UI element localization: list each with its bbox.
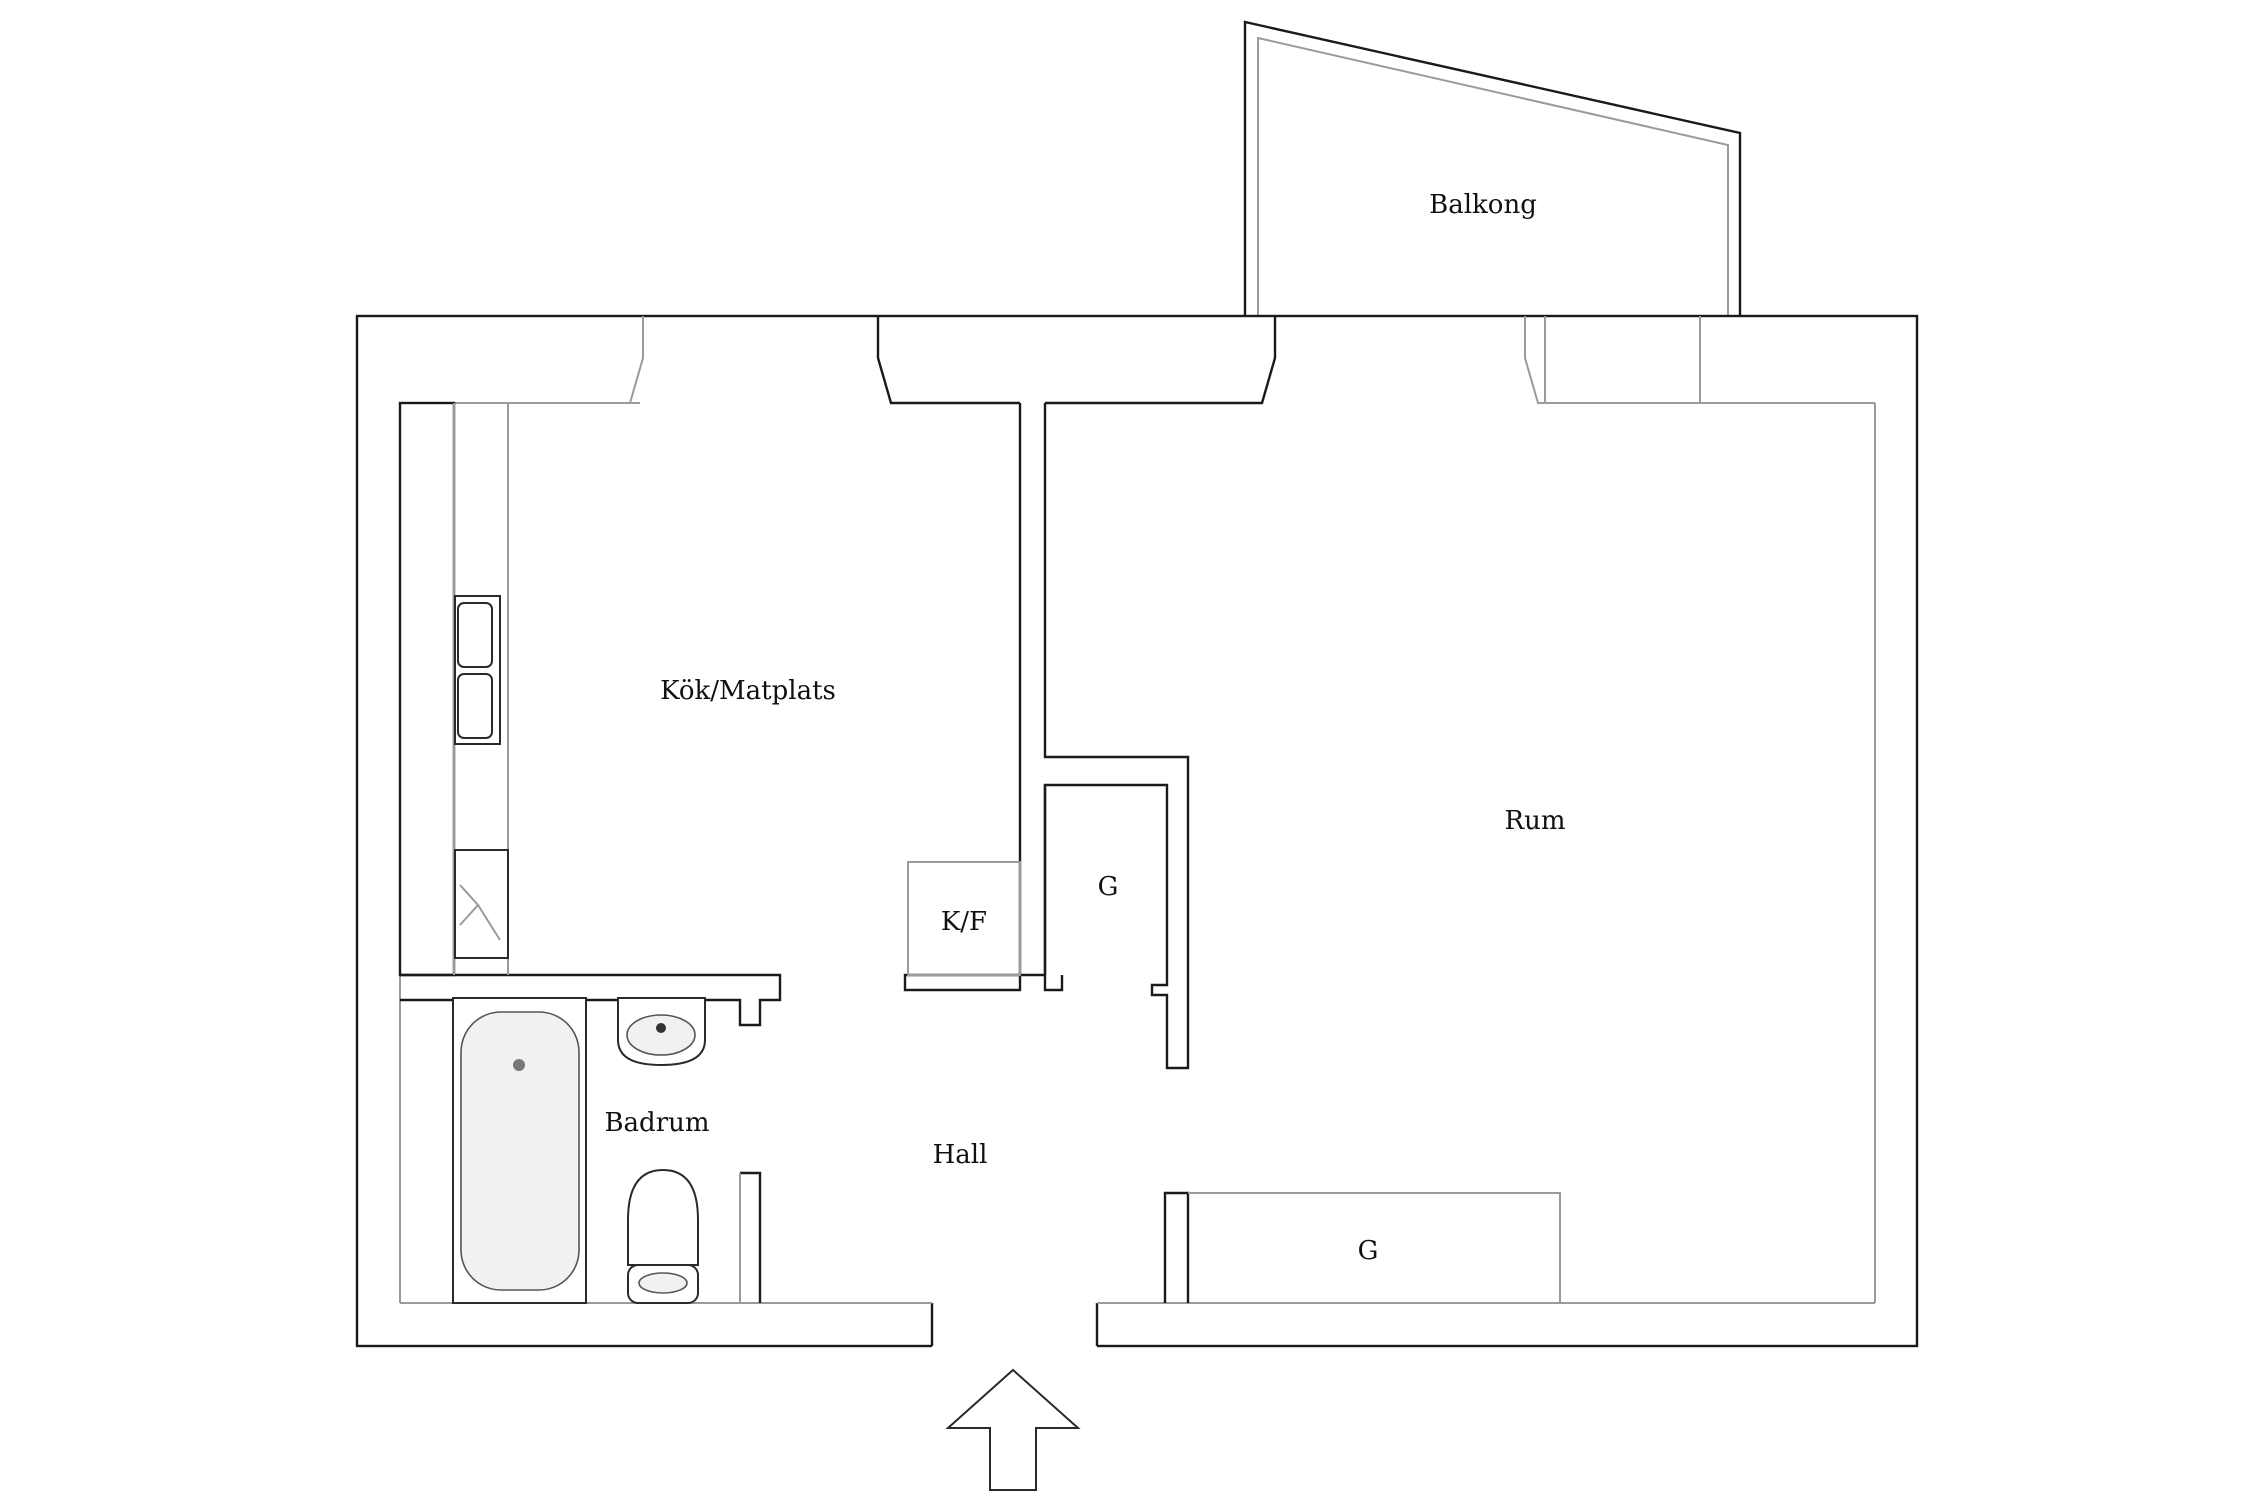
stove-icon	[454, 849, 509, 959]
wardrobe-label-large: G	[1358, 1236, 1379, 1266]
toilet-bowl	[627, 1168, 699, 1266]
washbasin-tap	[656, 1023, 666, 1033]
kitchen-counter-wall-cabinet	[398, 401, 456, 977]
kitchen-room-partition-left	[903, 403, 1045, 992]
toilet-flush	[638, 1272, 688, 1294]
exterior-wall-inner-face	[399, 402, 1876, 1304]
exterior-wall-outline	[355, 314, 1919, 1348]
room-label-room: Rum	[1505, 806, 1566, 836]
washbasin-bowl	[626, 1014, 696, 1056]
bathroom-hall-wall-top	[740, 1171, 762, 1303]
entrance-arrow-icon	[945, 1368, 1081, 1491]
exterior-walls	[355, 314, 1919, 1350]
bathtub-icon	[452, 997, 587, 1304]
window-reveal-kitchen-left	[628, 316, 644, 404]
front-door-jambs	[930, 1303, 1099, 1346]
balcony-inner-edge	[1257, 36, 1729, 316]
wardrobe-label-small: G	[1098, 872, 1119, 902]
balcony	[1243, 20, 1742, 316]
washbasin-icon	[617, 997, 706, 1067]
room-label-balcony: Balkong	[1429, 190, 1537, 220]
window-reveal-room-left	[1261, 316, 1276, 404]
bathtub-drain	[513, 1059, 525, 1071]
window-reveal-room-right	[1524, 316, 1546, 404]
front-door-opening	[932, 1300, 1097, 1350]
room-label-hall: Hall	[933, 1140, 988, 1170]
stove-door-swing	[459, 884, 501, 941]
window-reveal-kitchen-right	[877, 316, 892, 404]
bathroom-kitchen-wall	[400, 973, 782, 1027]
fridge-freezer-label: K/F	[941, 907, 987, 937]
room-window-jamb	[1045, 316, 1277, 405]
sink-basin-2	[457, 673, 493, 739]
sink-basin-1	[457, 602, 493, 668]
stove-frame	[454, 849, 509, 959]
kitchen-room-partition-right	[1043, 403, 1190, 1070]
room-label-bathroom: Badrum	[604, 1108, 709, 1138]
toilet-icon	[627, 1168, 699, 1304]
kitchen-fittings	[398, 401, 1021, 977]
kitchen-window-jamb	[876, 316, 1020, 405]
bathtub-basin	[460, 1011, 580, 1291]
room-label-kitchen: Kök/Matplats	[660, 676, 836, 706]
room-hall-partition	[1163, 1191, 1190, 1303]
fridge-freezer	[907, 861, 1021, 976]
kitchen-sink-icon	[454, 595, 501, 745]
wardrobe-large-outline	[1188, 1192, 1561, 1303]
balcony-outer-edge	[1243, 20, 1742, 316]
